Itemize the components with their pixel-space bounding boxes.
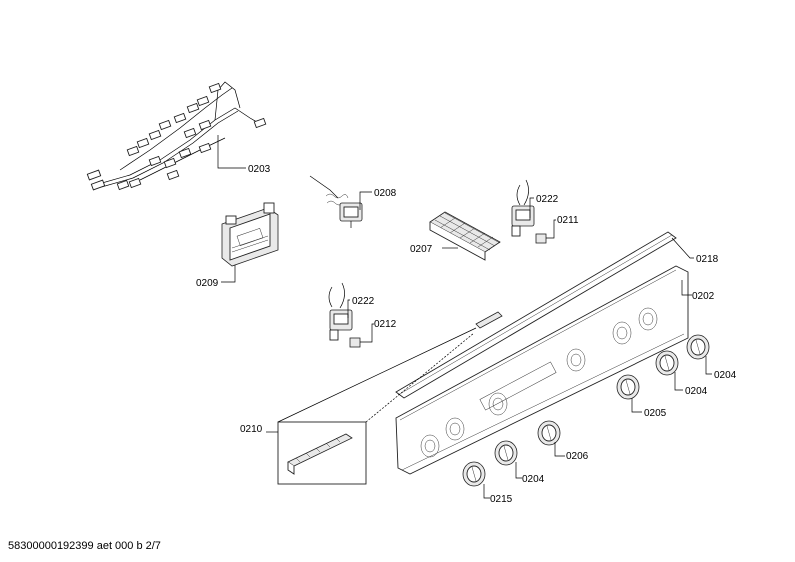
label-0204-right: 0204 <box>714 370 737 381</box>
knob-0205[interactable] <box>616 374 640 400</box>
knob-0206[interactable] <box>537 420 561 446</box>
switch-0222-middle[interactable] <box>328 282 353 341</box>
label-0208: 0208 <box>374 188 397 199</box>
document-footer-code: 58300000192399 aet 000 b 2/7 <box>8 540 161 552</box>
label-0210: 0210 <box>240 424 263 435</box>
label-0211: 0211 <box>557 215 579 226</box>
label-0204-lower: 0204 <box>522 474 545 485</box>
knob-0215[interactable] <box>462 461 486 487</box>
control-panel-0202[interactable] <box>395 265 689 475</box>
label-0212: 0212 <box>374 319 397 330</box>
trim-strip-0218[interactable] <box>395 231 677 399</box>
label-0222-top: 0222 <box>536 194 559 205</box>
label-0203: 0203 <box>248 164 271 175</box>
label-0204-upper: 0204 <box>685 386 708 397</box>
label-0209: 0209 <box>196 278 219 289</box>
knob-0204-right[interactable] <box>686 334 710 360</box>
label-0207: 0207 <box>410 244 433 255</box>
thermostat[interactable] <box>309 175 363 228</box>
switch-0222-top[interactable] <box>511 179 535 237</box>
label-0205: 0205 <box>644 408 667 419</box>
label-0202: 0202 <box>692 291 715 302</box>
label-0215: 0215 <box>490 494 513 505</box>
connector-0211[interactable] <box>535 233 547 244</box>
knob-0204-upper[interactable] <box>655 350 679 376</box>
label-0218: 0218 <box>696 254 719 265</box>
label-0222-middle: 0222 <box>352 296 375 307</box>
wiring-harness[interactable] <box>86 81 267 191</box>
clip[interactable] <box>475 311 503 329</box>
label-0206: 0206 <box>566 451 589 462</box>
knob-0204-lower[interactable] <box>494 440 518 466</box>
detail-box-0210[interactable] <box>277 421 367 485</box>
control-module-0209[interactable] <box>221 202 279 267</box>
heating-element-0207[interactable] <box>429 211 501 261</box>
connector-0212[interactable] <box>349 337 361 348</box>
